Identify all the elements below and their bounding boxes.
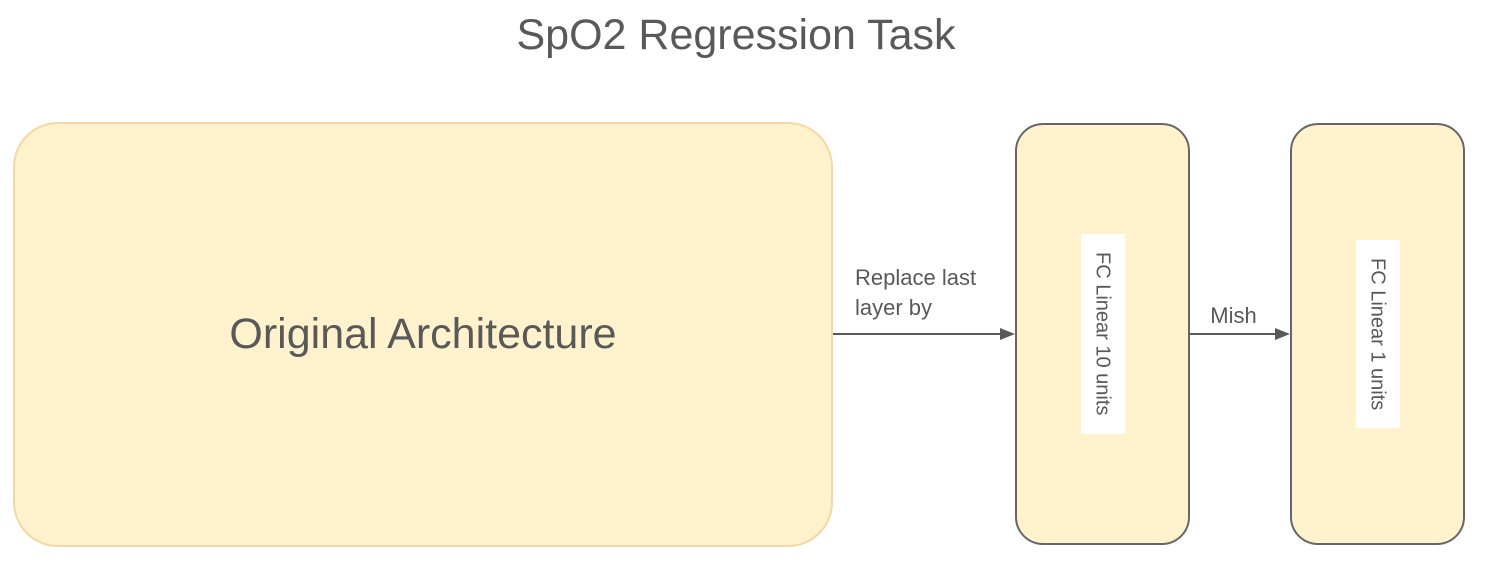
node-fc-linear-10-units-label: FC Linear 10 units bbox=[1080, 234, 1125, 434]
node-fc-linear-10-units: FC Linear 10 units bbox=[1015, 123, 1190, 545]
arrow-mish-line bbox=[1190, 333, 1276, 335]
node-original-architecture: Original Architecture bbox=[13, 122, 833, 547]
node-original-architecture-label: Original Architecture bbox=[229, 310, 617, 358]
diagram-title: SpO2 Regression Task bbox=[516, 11, 956, 59]
edge-label-mish: Mish bbox=[1210, 303, 1257, 328]
node-fc-linear-1-units-label: FC Linear 1 units bbox=[1355, 239, 1400, 429]
arrow-replace-head-icon bbox=[1000, 328, 1015, 340]
arrow-mish-head-icon bbox=[1275, 328, 1290, 340]
edge-label-replace-last-layer: Replace last layer by bbox=[855, 265, 977, 320]
arrow-replace-line bbox=[833, 333, 1001, 335]
node-fc-linear-1-units: FC Linear 1 units bbox=[1290, 123, 1465, 545]
